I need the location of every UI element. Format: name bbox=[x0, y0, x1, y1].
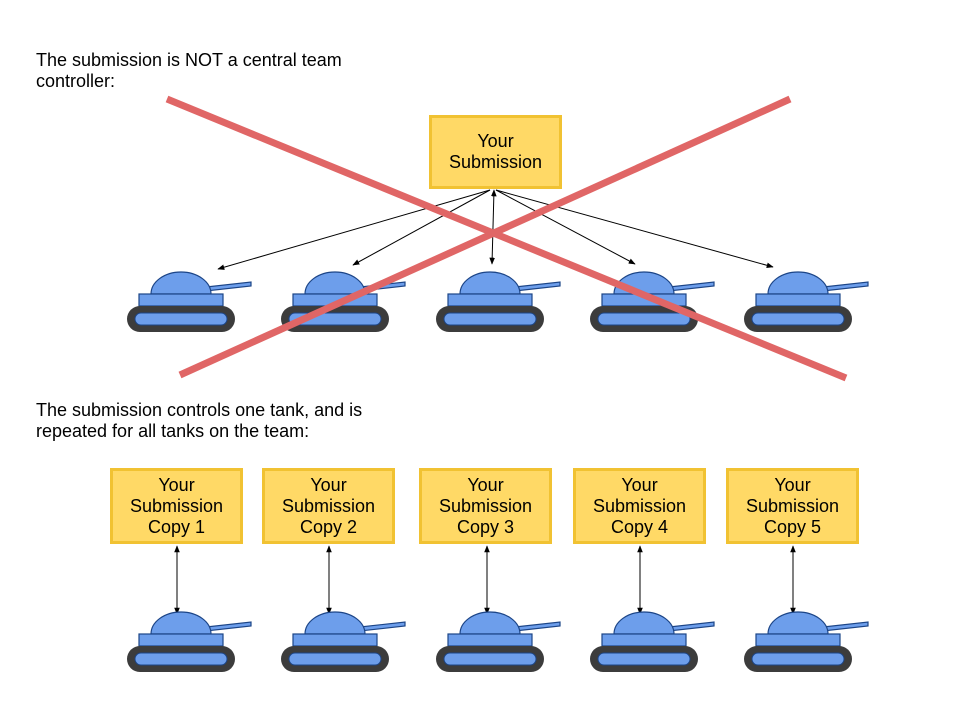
top-arrow-5 bbox=[495, 189, 774, 269]
bottom-caption-line-2: repeated for all tanks on the team: bbox=[36, 421, 310, 441]
tank-icon bbox=[126, 611, 252, 673]
top-caption: The submission is NOT a central team con… bbox=[36, 50, 342, 92]
copy-box-4-line-2: Submission bbox=[592, 495, 687, 516]
top-arrow-2 bbox=[352, 189, 491, 266]
tank-icon bbox=[589, 611, 715, 673]
central-box-line-2: Submission bbox=[448, 152, 543, 172]
copy-box-1-line-2: Submission bbox=[129, 495, 224, 516]
tank-icon bbox=[435, 611, 561, 673]
copy-box-2-line-2: Submission bbox=[281, 495, 376, 516]
red-cross-icon bbox=[165, 95, 848, 382]
tank-icon bbox=[126, 271, 252, 333]
copy-box-5-line-2: Submission bbox=[745, 495, 840, 516]
copy-box-5-line-3: Copy 5 bbox=[763, 516, 822, 537]
copy-box-3-line-1: Your bbox=[467, 474, 504, 495]
top-arrow-1 bbox=[217, 189, 491, 270]
submission-copy-box-5: Your Submission Copy 5 bbox=[726, 468, 859, 544]
bottom-tanks bbox=[126, 611, 869, 673]
central-box-line-1: Your bbox=[477, 131, 514, 151]
top-arrow-3 bbox=[489, 189, 497, 265]
tank-icon bbox=[435, 271, 561, 333]
copy-box-1-line-3: Copy 1 bbox=[147, 516, 206, 537]
top-caption-line-1: The submission is NOT a central team bbox=[36, 50, 342, 70]
bottom-caption-line-1: The submission controls one tank, and is bbox=[36, 400, 363, 420]
submission-copy-box-2: Your Submission Copy 2 bbox=[262, 468, 395, 544]
submission-copy-box-4: Your Submission Copy 4 bbox=[573, 468, 706, 544]
copy-box-4-line-3: Copy 4 bbox=[610, 516, 669, 537]
copy-box-1-line-1: Your bbox=[158, 474, 195, 495]
submission-copy-box-3: Your Submission Copy 3 bbox=[419, 468, 552, 544]
tank-icon bbox=[743, 271, 869, 333]
bottom-caption: The submission controls one tank, and is… bbox=[36, 400, 362, 442]
copy-box-5-line-1: Your bbox=[774, 474, 811, 495]
copy-box-3-line-3: Copy 3 bbox=[456, 516, 515, 537]
tank-icon bbox=[743, 611, 869, 673]
copy-box-4-line-1: Your bbox=[621, 474, 658, 495]
top-caption-line-2: controller: bbox=[36, 71, 116, 91]
tank-icon bbox=[280, 611, 406, 673]
copy-box-2-line-1: Your bbox=[310, 474, 347, 495]
top-arrows bbox=[217, 189, 774, 270]
top-arrow-4 bbox=[495, 189, 636, 265]
top-tanks bbox=[126, 271, 869, 333]
submission-copy-box-1: Your Submission Copy 1 bbox=[110, 468, 243, 544]
bottom-arrows bbox=[174, 545, 796, 615]
copy-box-2-line-3: Copy 2 bbox=[299, 516, 358, 537]
central-submission-box: Your Submission bbox=[429, 115, 562, 189]
copy-box-3-line-2: Submission bbox=[438, 495, 533, 516]
